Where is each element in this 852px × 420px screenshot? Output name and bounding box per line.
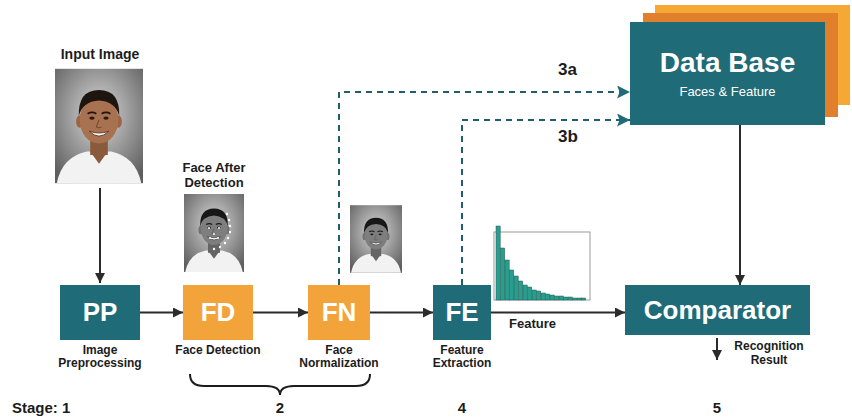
input-photo: [55, 69, 143, 183]
normalized-face-photo: [350, 205, 402, 273]
output-label: Recognition Result: [728, 340, 810, 368]
histogram-bar: [546, 294, 550, 300]
histogram-bar: [555, 296, 559, 300]
stage-number: 5: [702, 399, 732, 416]
histogram-bar: [564, 297, 568, 300]
feature-histogram: [494, 226, 590, 300]
histogram-bar: [573, 298, 577, 300]
stage-number: Stage: 1: [12, 399, 112, 416]
process-box: FEFeature Extraction: [433, 285, 491, 340]
landmark-dot: [213, 248, 215, 250]
storage-arrow: [339, 92, 630, 285]
landmark-dot: [219, 246, 221, 248]
box-label: Comparator: [644, 296, 791, 325]
landmark-dot: [224, 242, 226, 244]
histogram-bar: [537, 291, 541, 300]
edge-label: Feature: [507, 317, 558, 332]
histogram-frame: [494, 232, 590, 300]
histogram-bar: [577, 298, 581, 300]
detected-face-photo: [184, 194, 244, 272]
image-caption: Face After Detection: [169, 161, 259, 191]
flow-arrow: [491, 312, 625, 314]
flow-arrow: [140, 312, 183, 314]
landmark-dot: [218, 227, 220, 229]
process-box: FNFace Normalization: [308, 285, 370, 340]
histogram-bar: [510, 270, 514, 300]
process-box: FDFace Detection: [183, 285, 253, 340]
histogram-bar: [528, 287, 532, 300]
landmark-dot: [213, 233, 215, 235]
step-caption: Face Normalization: [291, 344, 387, 370]
stage-number: 2: [265, 399, 295, 416]
histogram-bar: [501, 248, 505, 300]
histogram-bar: [505, 260, 509, 300]
stage-number: 4: [447, 399, 477, 416]
step-caption: Feature Extraction: [414, 344, 510, 370]
histogram-bar: [568, 297, 572, 300]
step-caption: Image Preprocessing: [52, 344, 148, 370]
step-caption: Face Detection: [170, 344, 266, 357]
landmark-dot: [208, 227, 210, 229]
image-caption: Input Image: [45, 46, 155, 62]
flow-arrow: [739, 125, 741, 285]
box-label: PP: [83, 298, 118, 327]
box-label: FE: [445, 298, 478, 327]
landmark-dot: [209, 237, 211, 239]
database-box: Data BaseFaces & Feature: [630, 22, 825, 125]
result-arrow: [716, 338, 718, 360]
landmark-dot: [226, 213, 228, 215]
landmark-dot: [228, 219, 230, 221]
storage-arrow: [462, 120, 630, 285]
histogram-bar: [582, 298, 586, 300]
landmark-dot: [229, 225, 231, 227]
box-label: FN: [322, 298, 357, 327]
landmark-dot: [217, 237, 219, 239]
stage-brace: [190, 374, 370, 395]
histogram-bar: [523, 285, 527, 300]
histogram-bar: [541, 293, 545, 300]
histogram-bar: [559, 296, 563, 300]
histogram-bar: [519, 281, 523, 300]
histogram-bar: [514, 276, 518, 300]
histogram-bar: [496, 226, 500, 300]
flow-arrow: [370, 312, 433, 314]
box-label: Faces & Feature: [679, 85, 775, 99]
landmark-dot: [227, 237, 229, 239]
face-landmarks: [208, 213, 231, 250]
box-label: Data Base: [660, 48, 795, 79]
process-box: PPImage Preprocessing: [60, 285, 140, 340]
histogram-bar: [550, 295, 554, 300]
input-arrow: [99, 188, 101, 283]
callout-number: 3a: [556, 60, 579, 80]
landmark-dot: [229, 231, 231, 233]
box-label: FD: [201, 298, 236, 327]
flow-arrow: [253, 312, 308, 314]
callout-number: 3b: [556, 127, 580, 147]
comparator-box: Comparator: [625, 285, 810, 335]
histogram-bar: [532, 290, 536, 300]
